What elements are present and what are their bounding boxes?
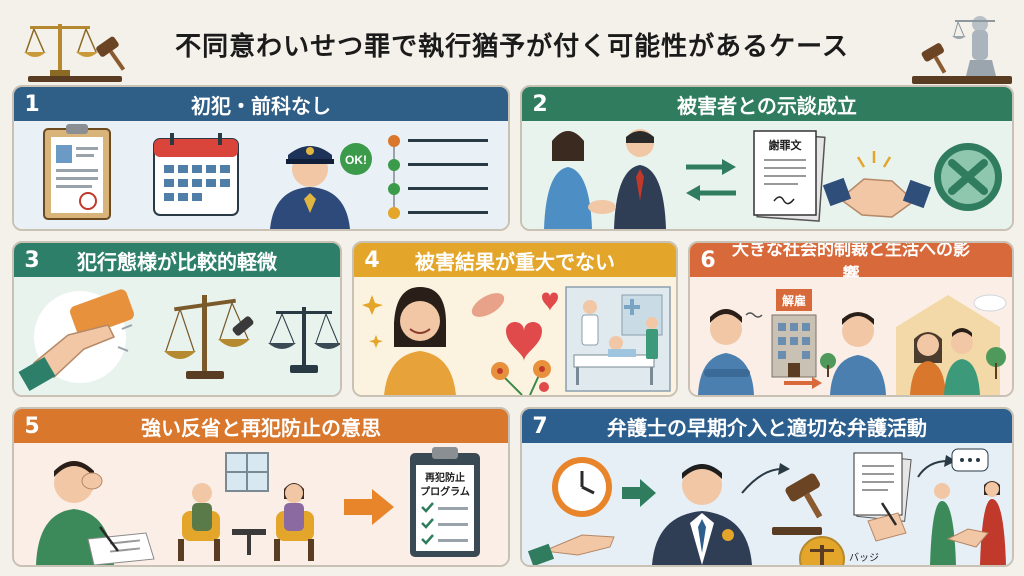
card-header: 1 初犯・前科なし: [14, 87, 508, 121]
card-number: 4: [364, 247, 380, 273]
case-card-2: 2 被害者との示談成立: [520, 85, 1014, 231]
hospital-room-icon: [565, 286, 671, 392]
card-label: 犯行態様が比較的軽微: [77, 249, 277, 274]
smiling-woman-icon: [362, 287, 456, 395]
bandage-heart-flowers-icon: [471, 292, 558, 395]
card-number: 1: [24, 91, 40, 117]
card-label: 被害結果が重大でない: [415, 249, 615, 274]
infinity-emblem-icon: [934, 143, 1002, 211]
case-card-1: 1 初犯・前科なし: [12, 85, 510, 231]
card-label: 強い反省と再犯防止の意思: [141, 415, 381, 440]
lawyer-badge-icon: バッジ: [799, 536, 879, 565]
lawyer-icon: [652, 464, 752, 565]
gavel-icon: [741, 463, 823, 535]
case-card-3: 3 犯行態様が比較的軽微: [12, 241, 342, 397]
sad-man-icon: [830, 312, 886, 395]
card-label: 被害者との示談成立: [677, 93, 857, 118]
exchange-arrows-icon: [686, 159, 736, 201]
arrow-right-icon: [344, 489, 394, 525]
prevention-program-clipboard-icon: 再犯防止 プログラム: [410, 447, 480, 557]
criminal-record-clipboard-icon: [43, 124, 111, 220]
card-header: 2 被害者との示談成立: [522, 87, 1012, 121]
card-number: 5: [24, 413, 40, 439]
counseling-session-icon: [178, 452, 314, 561]
card-header: 7 弁護士の早期介入と適切な弁護活動: [522, 409, 1012, 443]
ok-bubble: OK!: [340, 143, 372, 175]
remorseful-man-writing-icon: [36, 461, 155, 565]
small-scale-icon: [268, 307, 340, 373]
apology-letter-icon: 謝罪文: [753, 130, 826, 222]
card-label: 初犯・前科なし: [191, 93, 331, 118]
settlement-handshake-people-icon: [544, 129, 666, 229]
police-officer-icon: [270, 146, 350, 229]
documents-icon: [853, 452, 912, 542]
card-header: 6 大きな社会的制裁と生活への影響: [690, 243, 1012, 285]
clock-icon: [527, 457, 615, 565]
dismissal-building-icon: 解雇: [771, 289, 836, 389]
svg-text:謝罪文: 謝罪文: [769, 138, 803, 152]
svg-text:解雇: 解雇: [782, 293, 806, 308]
card-number: 7: [532, 413, 548, 439]
card-number: 3: [24, 247, 40, 273]
case-card-5: 5 強い反省と再犯防止の意思: [12, 407, 510, 567]
scale-icon: [20, 14, 130, 84]
svg-text:バッジ: バッジ: [849, 552, 879, 564]
timeline-list-icon: [388, 135, 488, 219]
handshake-icon: [822, 151, 932, 218]
lady-justice-icon: [910, 10, 1016, 86]
hand-touch-icon: [18, 289, 134, 392]
svg-text:OK!: OK!: [345, 153, 367, 167]
card-number: 6: [700, 247, 716, 273]
card-header: 5 強い反省と再犯防止の意思: [14, 409, 508, 443]
page-title: 不同意わいせつ罪で執行猶予が付く可能性があるケース: [175, 32, 849, 62]
case-card-4: 4 被害結果が重大でない: [352, 241, 678, 397]
balance-scale-icon: [164, 295, 254, 379]
arrow-right-icon: [622, 479, 656, 507]
case-card-7: 7 弁護士の早期介入と適切な弁護活動: [520, 407, 1014, 567]
card-number: 2: [532, 91, 548, 117]
svg-text:再犯防止: 再犯防止: [425, 471, 465, 484]
calendar-icon: [153, 133, 239, 216]
worried-man-icon: [698, 309, 763, 395]
card-header: 4 被害結果が重大でない: [354, 243, 676, 277]
consultation-handshake-icon: [917, 448, 1006, 565]
svg-text:プログラム: プログラム: [420, 485, 470, 498]
card-label: 弁護士の早期介入と適切な弁護活動: [607, 415, 927, 440]
case-card-6: 6 大きな社会的制裁と生活への影響 解雇: [688, 241, 1014, 397]
family-home-icon: [896, 294, 1007, 395]
card-header: 3 犯行態様が比較的軽微: [14, 243, 340, 277]
